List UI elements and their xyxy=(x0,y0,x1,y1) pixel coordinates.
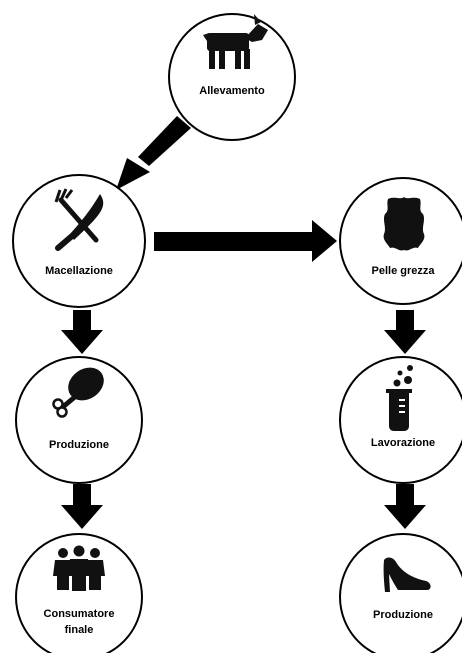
chicken-leg-icon xyxy=(52,367,104,418)
node-consumatore-finale: Consumatore finale xyxy=(15,533,143,653)
node-label-line1: Consumatore xyxy=(44,608,115,620)
beaker-icon xyxy=(386,365,413,431)
node-allevamento: Allevamento xyxy=(168,13,296,141)
node-macellazione: Macellazione xyxy=(12,174,146,308)
arrow-macellazione-to-produzione xyxy=(61,310,103,354)
node-produzione-carne: Produzione xyxy=(15,356,143,484)
node-label: Lavorazione xyxy=(371,437,435,449)
node-label-line2: finale xyxy=(65,624,94,636)
node-label: Allevamento xyxy=(199,85,265,97)
node-label: Produzione xyxy=(373,609,433,621)
node-pelle-grezza: Pelle grezza xyxy=(339,177,462,305)
fork-knife-icon xyxy=(54,188,104,251)
arrow-produzione-to-consumatore xyxy=(61,484,103,529)
high-heel-icon xyxy=(383,557,431,592)
node-label: Pelle grezza xyxy=(372,265,436,277)
arrow-allevamento-to-macellazione xyxy=(116,116,191,190)
node-label: Macellazione xyxy=(45,265,113,277)
node-lavorazione: Lavorazione xyxy=(339,356,462,484)
arrow-macellazione-to-pelle-grezza xyxy=(154,220,337,262)
node-produzione-scarpe: Produzione xyxy=(339,533,462,653)
goat-icon xyxy=(203,14,268,69)
node-label: Produzione xyxy=(49,439,109,451)
arrow-lavorazione-to-produzione xyxy=(384,484,426,529)
leather-hide-icon xyxy=(383,197,425,251)
arrow-pelle-to-lavorazione xyxy=(384,310,426,354)
people-group-icon xyxy=(53,545,105,591)
